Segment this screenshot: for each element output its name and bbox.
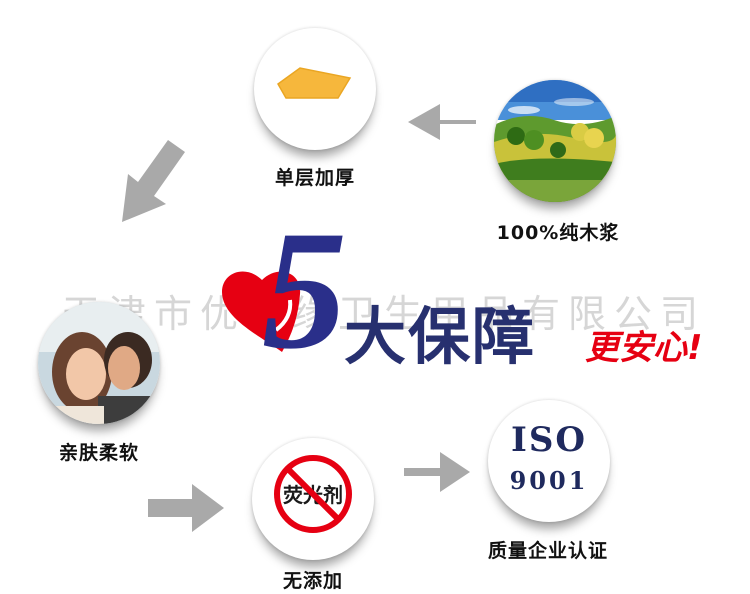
company-watermark: 天津市优利缘卫生用品有限公司 bbox=[62, 292, 707, 336]
arrow-right-icon bbox=[404, 452, 470, 492]
heart-icon bbox=[222, 271, 301, 352]
feature-circle-soft bbox=[38, 302, 160, 424]
headline-sub: 更安心! bbox=[585, 328, 703, 368]
headline-number: 5 bbox=[262, 196, 347, 384]
thick-pad-icon bbox=[277, 67, 352, 99]
feature-circle-iso: ISO 9001 bbox=[488, 400, 610, 522]
arrow-left-icon bbox=[408, 104, 476, 140]
arrow-right-icon bbox=[148, 484, 224, 532]
iso-number: 9001 bbox=[509, 466, 589, 495]
feature-label-iso: 质量企业认证 bbox=[487, 540, 609, 562]
feature-label-additive: 无添加 bbox=[282, 570, 344, 592]
iso-label: ISO bbox=[510, 420, 588, 460]
iso-badge: ISO 9001 bbox=[488, 400, 610, 522]
feature-label-thick: 单层加厚 bbox=[274, 167, 356, 189]
headline-main: 大保障 bbox=[344, 300, 537, 373]
feature-circle-additive: 荧光剂 bbox=[252, 438, 374, 560]
feature-label-soft: 亲肤柔软 bbox=[58, 442, 140, 464]
feature-circle-thick bbox=[254, 28, 376, 150]
arrow-down-left-icon bbox=[122, 140, 185, 222]
couple-photo bbox=[38, 302, 160, 424]
feature-label-pulp: 100%纯木浆 bbox=[496, 222, 620, 244]
no-fluorescent-icon: 荧光剂 bbox=[274, 455, 352, 533]
